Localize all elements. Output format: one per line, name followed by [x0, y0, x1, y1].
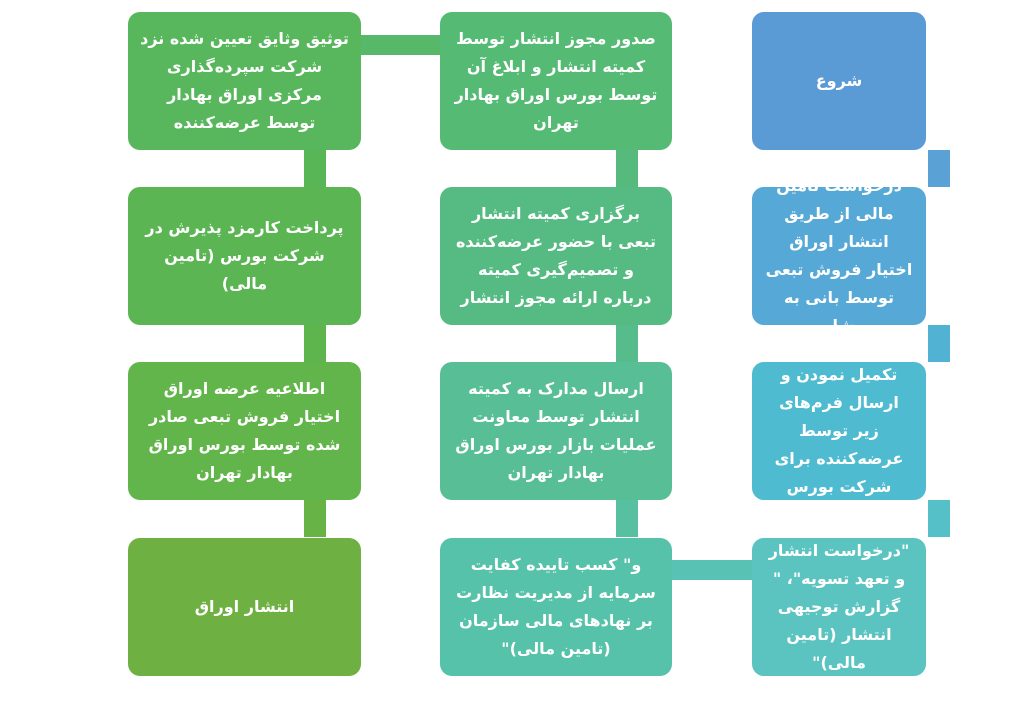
connector — [304, 325, 326, 362]
step-issue-securities: انتشار اوراق — [128, 538, 361, 676]
step-announcement: اطلاعیه عرضه اوراق اختیار فروش تبعی صادر… — [128, 362, 361, 500]
step-pay-fee: پرداخت کارمزد پذیرش در شرکت بورس (تامین … — [128, 187, 361, 325]
connector — [616, 500, 638, 537]
step-committee-meeting: برگزاری کمیته انتشار تبعی با حضور عرضه‌ک… — [440, 187, 672, 325]
step-text: "درخواست انتشار و تعهد تسویه"، " گزارش ت… — [768, 541, 910, 672]
connector — [304, 500, 326, 537]
step-text: توثیق وثایق تعیین شده نزد شرکت سپرده‌گذا… — [140, 29, 349, 132]
step-request-financing: درخواست تامین مالی از طریق انتشار اوراق … — [752, 176, 926, 335]
step-issue-permit: صدور مجوز انتشار توسط کمیته انتشار و ابل… — [440, 12, 672, 150]
step-text: انتشار اوراق — [194, 597, 295, 616]
connector — [304, 150, 326, 187]
connector — [616, 325, 638, 362]
step-text: درخواست تامین مالی از طریق انتشار اوراق … — [765, 176, 913, 335]
step-collateral: توثیق وثایق تعیین شده نزد شرکت سپرده‌گذا… — [128, 12, 361, 150]
step-text: شروع — [815, 71, 863, 90]
connector — [616, 150, 638, 187]
step-complete-forms: تکمیل نمودن و ارسال فرم‌های زیر توسط عرض… — [752, 362, 926, 500]
step-text: اطلاعیه عرضه اوراق اختیار فروش تبعی صادر… — [148, 379, 341, 482]
step-text: تکمیل نمودن و ارسال فرم‌های زیر توسط عرض… — [774, 365, 904, 496]
step-capital-adequacy: و" کسب تاییده کفایت سرمایه از مدیریت نظا… — [440, 538, 672, 676]
step-forms-list: "درخواست انتشار و تعهد تسویه"، " گزارش ت… — [752, 538, 926, 676]
connector — [361, 35, 440, 55]
connector — [928, 500, 950, 537]
step-start: شروع — [752, 12, 926, 150]
connector — [672, 560, 752, 580]
step-text: برگزاری کمیته انتشار تبعی با حضور عرضه‌ک… — [455, 204, 657, 307]
connector — [928, 325, 950, 362]
step-text: و" کسب تاییده کفایت سرمایه از مدیریت نظا… — [456, 555, 656, 658]
step-text: ارسال مدارک به کمیته انتشار توسط معاونت … — [455, 379, 657, 482]
step-send-documents: ارسال مدارک به کمیته انتشار توسط معاونت … — [440, 362, 672, 500]
connector — [928, 150, 950, 187]
step-text: صدور مجوز انتشار توسط کمیته انتشار و ابل… — [454, 29, 658, 132]
step-text: پرداخت کارمزد پذیرش در شرکت بورس (تامین … — [145, 218, 344, 293]
